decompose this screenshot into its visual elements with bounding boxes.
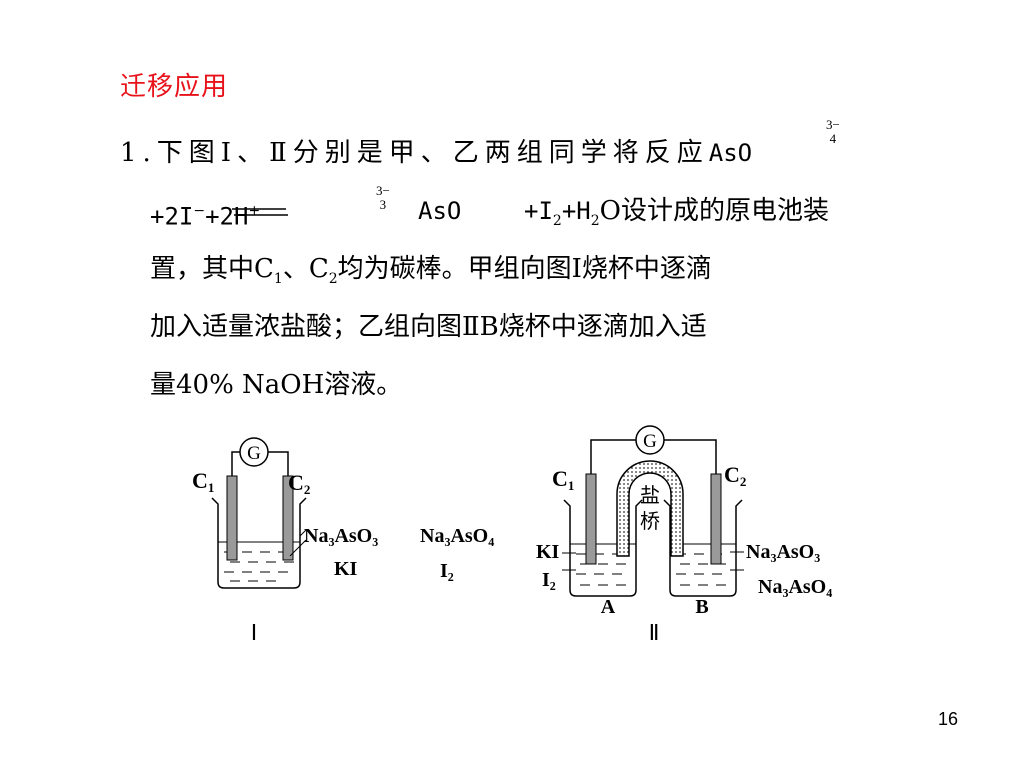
beaker-a-label: A (601, 596, 616, 618)
salt-bridge-icon (616, 460, 684, 557)
solution-na3aso4-2: Na₃AsO₄ (758, 576, 832, 598)
question-line-5: 量40% NaOH溶液。 (150, 370, 403, 400)
figure-1-label: Ⅰ (251, 620, 258, 645)
aso3-charge: 3−3 (376, 183, 390, 212)
species-aso3: AsO (418, 197, 462, 225)
solution-na3aso3-2: Na₃AsO₃ (746, 541, 820, 563)
equilibrium-arrow-icon (232, 208, 288, 216)
electrode-c2 (710, 473, 722, 565)
beaker-1 (211, 497, 307, 589)
beaker-b-label: B (695, 596, 708, 618)
electrode-c1 (226, 475, 238, 561)
cell-diagram: G C1 C2 Na₃AsO₃ Na₃AsO₄ KI I₂ Ⅰ (192, 425, 832, 645)
galvanometer-label: G (247, 443, 261, 464)
solution-na3aso3: Na₃AsO₃ (304, 525, 378, 547)
figure-2: G 盐 桥 (536, 425, 832, 645)
hydrogen-term: +2H (205, 202, 249, 231)
reagent-ki-2: KI (536, 541, 560, 563)
reagent-i2: I₂ (440, 560, 454, 582)
c2-label-2: C2 (724, 462, 746, 489)
iodide-charge: − (193, 203, 206, 219)
aso4-charge: 3−4 (826, 117, 840, 146)
c1-label-2: C1 (552, 466, 574, 493)
equation-rest: +I2+H2O设计成的原电池装 (524, 196, 829, 230)
question-line-3: 置，其中C1、C2均为碳棒。甲组向图Ⅰ烧杯中逐滴 (150, 254, 712, 288)
page-number: 16 (937, 709, 958, 729)
salt-bridge-label-2: 桥 (640, 510, 660, 533)
c2-label: C2 (288, 470, 310, 497)
reagent-i2-2: I₂ (542, 569, 556, 591)
c1-label: C1 (192, 468, 214, 495)
electrode-c1 (585, 473, 597, 565)
electrode-c2 (282, 475, 294, 561)
iodide-term: +2I (150, 202, 194, 231)
hydrogen-charge: + (248, 203, 261, 219)
question-line-2: +2I−+2H+ 3−3 AsO +I2+H2O设计成的原电池装 (150, 182, 829, 246)
solution-na3aso4: Na₃AsO₄ (420, 525, 494, 547)
question-line-4: 加入适量浓盐酸；乙组向图ⅡB烧杯中逐滴加入适 (150, 312, 707, 342)
figure-1: G C1 C2 Na₃AsO₃ Na₃AsO₄ KI I₂ Ⅰ (192, 437, 494, 645)
galvanometer-label: G (643, 431, 657, 452)
question-prefix: 1.下图Ⅰ、Ⅱ分别是甲、乙两组同学将反应 (120, 138, 709, 168)
salt-bridge-label-1: 盐 (640, 484, 660, 507)
reagent-ki: KI (334, 558, 358, 580)
question-line-1: 1.下图Ⅰ、Ⅱ分别是甲、乙两组同学将反应AsO 3−4 (120, 118, 840, 182)
beaker-b (663, 499, 743, 597)
figure-2-label: Ⅱ (649, 620, 660, 645)
beaker-a (563, 499, 643, 597)
slide-heading: 迁移应用 (120, 72, 229, 102)
species-aso4: AsO (708, 139, 753, 167)
